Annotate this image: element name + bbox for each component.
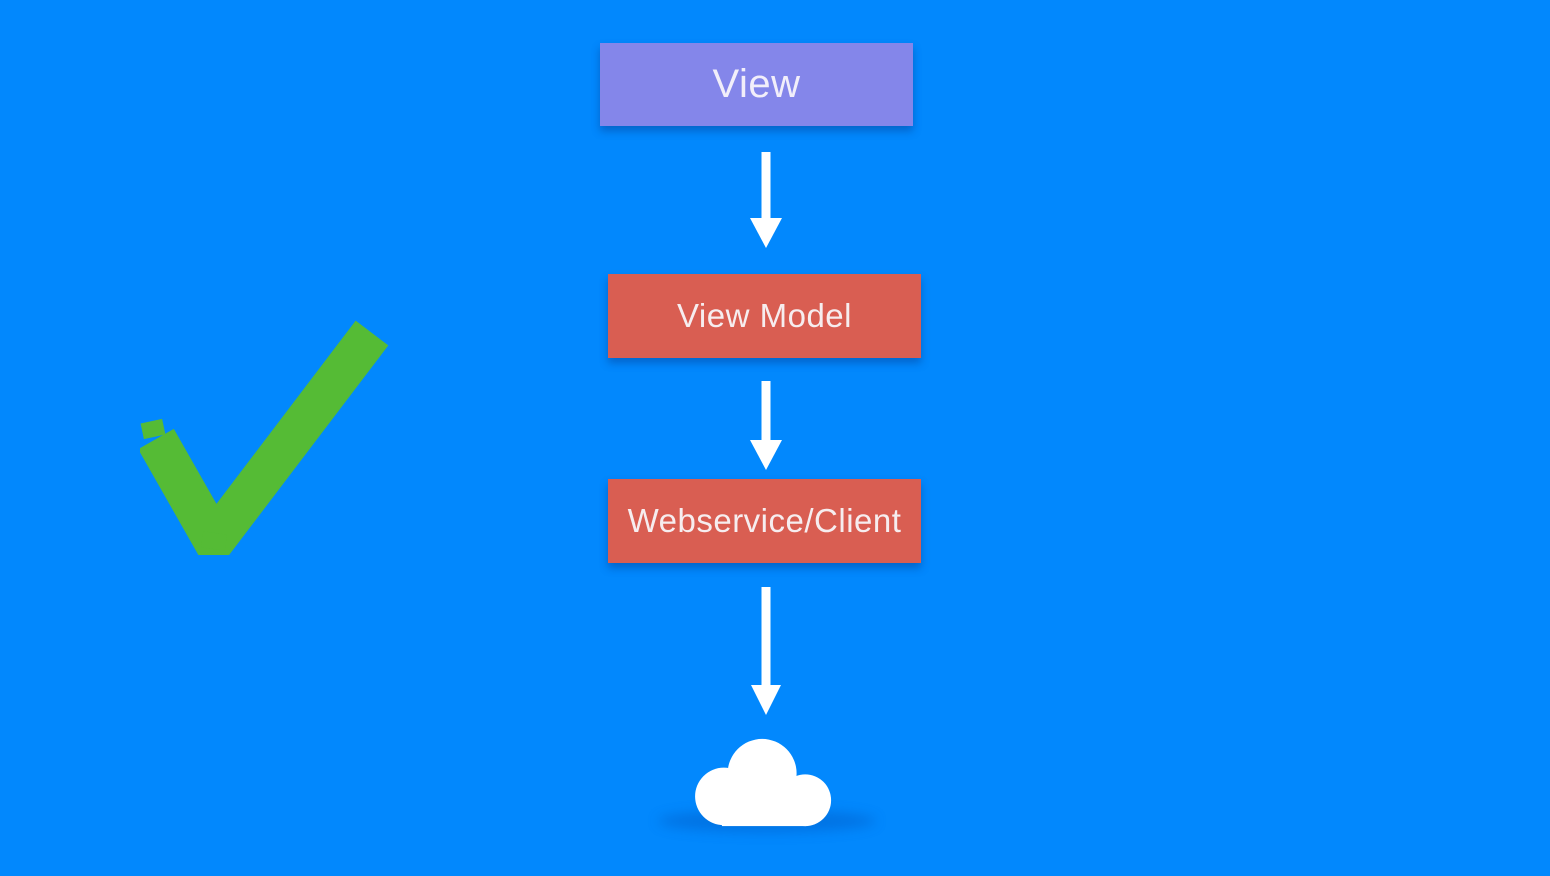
diagram-node-view-model: View Model [608,274,921,358]
arrow-down-icon [751,587,781,715]
node-view-model-label: View Model [677,297,852,334]
node-webservice-client-label: Webservice/Client [627,502,902,539]
diagram-node-webservice-client: Webservice/Client [608,479,921,563]
node-view-label: View [712,62,801,106]
arrow-down-icon [750,381,782,470]
check-icon [140,320,389,555]
arrow-down-icon [750,152,782,248]
diagram-node-view: View [600,43,913,126]
cloud-icon [695,738,832,827]
